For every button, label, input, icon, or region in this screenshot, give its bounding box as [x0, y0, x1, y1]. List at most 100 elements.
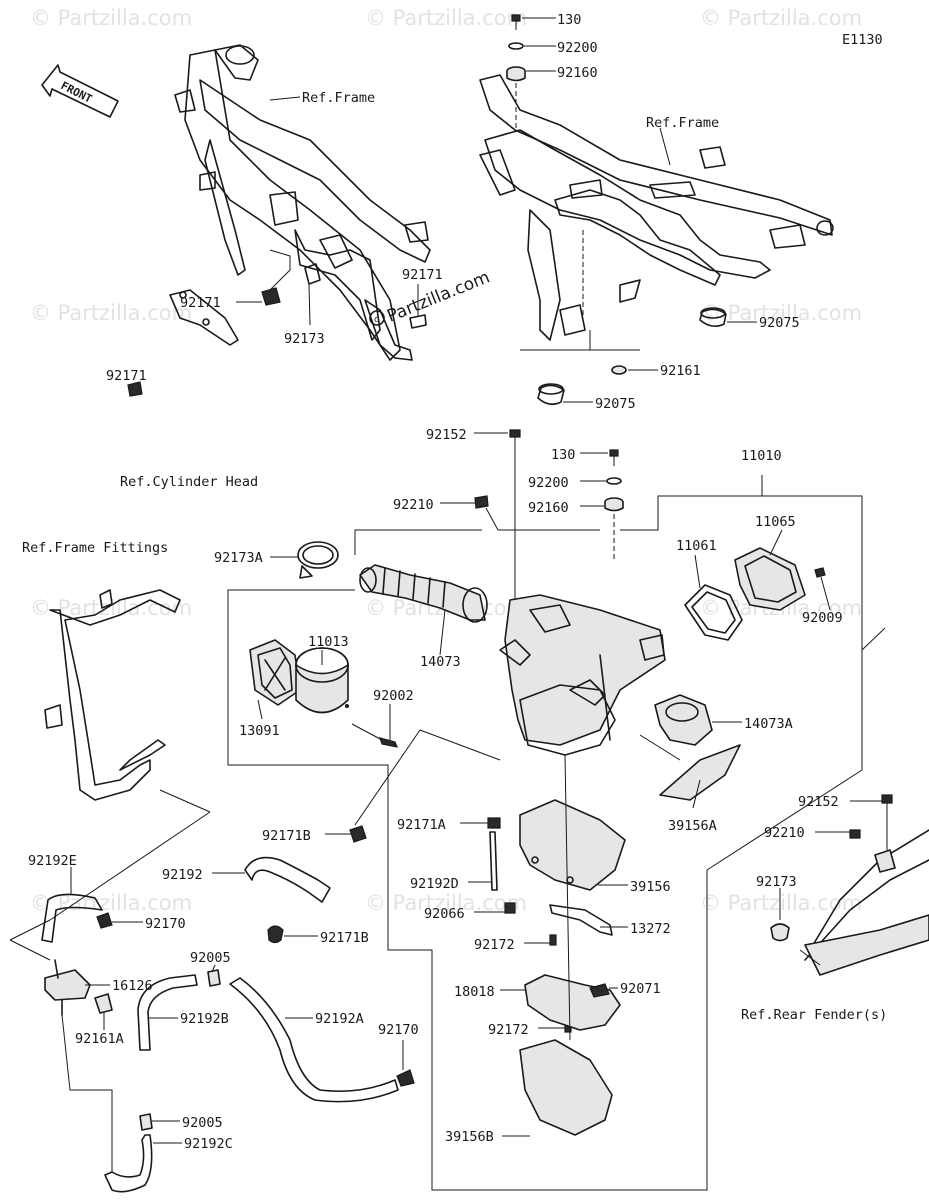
hose-92192D [487, 817, 516, 914]
diagram-code: E1130 [842, 32, 883, 48]
part-label: 130 [557, 12, 581, 28]
assembly-lines [9, 249, 886, 1191]
part-label: 92173 [756, 874, 797, 890]
bolt-92172-upper [549, 934, 557, 946]
hose-92192C [104, 1134, 153, 1193]
part-label: 18018 [454, 984, 495, 1000]
intake-duct-14073 [359, 564, 488, 623]
part-label: 92200 [557, 40, 598, 56]
watermark: © Partzilla.com [30, 6, 192, 30]
part-label: 92075 [595, 396, 636, 412]
air-cleaner-housing [499, 594, 666, 756]
part-label: 92171A [397, 817, 446, 833]
front-label: FRONT [59, 79, 95, 106]
part-label: 39156B [445, 1129, 494, 1145]
part-label: 92170 [378, 1022, 419, 1038]
screw-92009 [814, 567, 826, 578]
part-label: 92173A [214, 550, 263, 566]
cover-11065 [734, 547, 806, 611]
part-label: Ref.Frame [646, 115, 719, 131]
part-label: 92192C [184, 1136, 233, 1152]
leader-lines [70, 17, 882, 1144]
part-label: Ref.Frame Fittings [22, 540, 168, 556]
part-label: Ref.Cylinder Head [120, 474, 258, 490]
boot-14073A [654, 694, 713, 746]
plate-39156A [659, 744, 741, 801]
gasket-11061-inner [691, 591, 736, 634]
watermark: © Partzilla.com [365, 891, 527, 915]
part-label: 92161 [660, 363, 701, 379]
fitting-92005-lower [139, 1113, 153, 1131]
part-label: 11010 [741, 448, 782, 464]
part-label: 92200 [528, 475, 569, 491]
part-label: 13272 [630, 921, 671, 937]
part-label: 92161A [75, 1031, 124, 1047]
part-label: 92210 [393, 497, 434, 513]
part-label: 92075 [759, 315, 800, 331]
part-label: 92170 [145, 916, 186, 932]
part-label: 92152 [798, 794, 839, 810]
part-label: 92192 [162, 867, 203, 883]
part-label: 92005 [182, 1115, 223, 1131]
watermark: © Partzilla.com [30, 301, 192, 325]
part-label: 92171 [106, 368, 147, 384]
part-label: 92173 [284, 331, 325, 347]
part-label: 92071 [620, 981, 661, 997]
part-label: 92160 [557, 65, 598, 81]
part-label: 92172 [488, 1022, 529, 1038]
part-label: 92005 [190, 950, 231, 966]
watermark: © Partzilla.com [700, 891, 862, 915]
clip-92210-upper [474, 495, 489, 509]
part-label: 14073A [744, 716, 793, 732]
air-filter-11013 [295, 647, 398, 748]
part-label: 14073 [420, 654, 461, 670]
rings-group [537, 307, 727, 406]
part-label: 130 [551, 447, 575, 463]
part-label: 92009 [802, 610, 843, 626]
part-label: 92171 [180, 295, 221, 311]
part-labels: 130 92200 92160 Ref.Frame Ref.Frame 9217… [22, 12, 887, 1152]
part-label: 92171B [320, 930, 369, 946]
part-label: 16126 [112, 978, 153, 994]
part-label: Ref.Frame [302, 90, 375, 106]
part-label: 92171 [402, 267, 443, 283]
part-label: 92192D [410, 876, 459, 892]
watermarks: © Partzilla.com © Partzilla.com © Partzi… [30, 6, 862, 915]
gasket-11061 [684, 584, 743, 641]
part-label: 92192E [28, 853, 77, 869]
part-label: 39156A [668, 818, 717, 834]
guard-39156 [519, 799, 626, 891]
mid-mount-hardware [604, 449, 624, 560]
hose-92192 [244, 825, 367, 944]
rear-fender-drawing [770, 794, 929, 976]
valve-16126 [44, 959, 113, 1016]
part-label: Ref.Rear Fender(s) [741, 1007, 887, 1023]
watermark: © Partzilla.com [30, 891, 192, 915]
part-label: 39156 [630, 879, 671, 895]
watermark: © Partzilla.com [700, 6, 862, 30]
part-label: 11065 [755, 514, 796, 530]
front-arrow-icon: FRONT [41, 64, 119, 118]
part-label: 92152 [426, 427, 467, 443]
svg-text:c: c [374, 315, 379, 325]
bolt-92152-center [509, 429, 521, 600]
top-mount-hardware [506, 14, 526, 130]
front-frame-drawing [174, 44, 431, 361]
element-holder-13091 [249, 639, 301, 706]
main-frame-drawing [479, 74, 834, 341]
clamp-92170-left [96, 912, 113, 929]
part-label: 13091 [239, 723, 280, 739]
part-label: 11061 [676, 538, 717, 554]
guard-18018 [524, 974, 621, 1031]
plate-39156B [519, 1039, 613, 1136]
part-label: 92171B [262, 828, 311, 844]
clip-92171-upper [261, 263, 427, 329]
hose-92192A [229, 977, 399, 1103]
part-label: 92192B [180, 1011, 229, 1027]
part-label: 92002 [373, 688, 414, 704]
hose-clamp-92173A [297, 541, 339, 579]
clamp-92170-right [396, 1069, 415, 1087]
part-label: 92210 [764, 825, 805, 841]
part-label: 92192A [315, 1011, 364, 1027]
